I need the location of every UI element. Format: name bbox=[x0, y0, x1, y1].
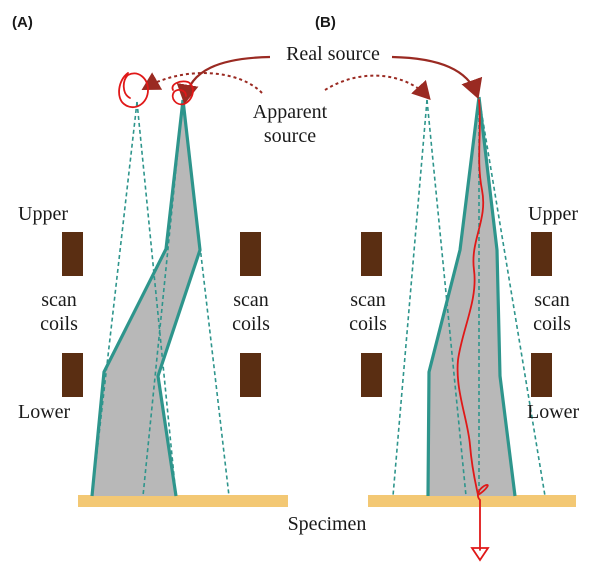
apparent-source-arrow-a bbox=[141, 72, 263, 94]
annotation-trajectory-b bbox=[456, 99, 489, 551]
scan-text: scan bbox=[41, 289, 77, 311]
upper-coil-left-b bbox=[361, 232, 382, 276]
scan-coils-label-b-right: scan coils bbox=[533, 288, 571, 336]
coils-text: coils bbox=[349, 313, 387, 335]
annotation-circle-real-a bbox=[171, 80, 194, 106]
lower-coil-right-a bbox=[240, 353, 261, 397]
beam-b-fill bbox=[428, 97, 515, 496]
annotation-arrow-tip-b bbox=[470, 547, 490, 562]
beam-a-left-edge bbox=[90, 99, 185, 497]
upper-label-a: Upper bbox=[18, 203, 68, 225]
lower-label-b: Lower bbox=[527, 401, 580, 423]
beam-a bbox=[90, 99, 230, 497]
beam-a-right-edge bbox=[156, 99, 202, 497]
apparent-source-label: Apparent source bbox=[253, 100, 327, 148]
real-source-label: Real source bbox=[286, 43, 380, 65]
scan-coils-label-b-left: scan coils bbox=[349, 288, 387, 336]
coils-text: coils bbox=[533, 313, 571, 335]
coils-text: coils bbox=[40, 313, 78, 335]
specimen-label: Specimen bbox=[287, 513, 367, 535]
specimen-bar-b bbox=[368, 495, 576, 507]
panel-label-a: (A) bbox=[12, 14, 33, 31]
beam-b-left-edge bbox=[426, 96, 481, 497]
upper-label-b: Upper bbox=[528, 203, 578, 225]
lower-coil-left-b bbox=[361, 353, 382, 397]
real-source-arrow-a bbox=[176, 55, 271, 105]
scan-text: scan bbox=[534, 289, 570, 311]
beam-b-right-edge bbox=[477, 96, 517, 497]
scan-text: scan bbox=[233, 289, 269, 311]
scan-text: scan bbox=[350, 289, 386, 311]
apparent-source-line2: source bbox=[263, 125, 317, 147]
scan-coils-label-a-right: scan coils bbox=[232, 288, 270, 336]
lower-coil-left-a bbox=[62, 353, 83, 397]
annotation-circle-apparent-a bbox=[118, 72, 149, 109]
upper-coil-right-a bbox=[240, 232, 261, 276]
red-annotations bbox=[118, 72, 490, 562]
real-source-arrow-b bbox=[391, 55, 483, 100]
coils-text: coils bbox=[232, 313, 270, 335]
specimen-bar-a bbox=[78, 495, 288, 507]
scan-coils-label-a-left: scan coils bbox=[40, 288, 78, 336]
apparent-source-line1: Apparent bbox=[252, 101, 328, 123]
lower-coil-right-b bbox=[531, 353, 552, 397]
panel-label-b: (B) bbox=[315, 14, 336, 31]
upper-coil-right-b bbox=[531, 232, 552, 276]
upper-coil-left-a bbox=[62, 232, 83, 276]
lower-label-a: Lower bbox=[18, 401, 71, 423]
apparent-source-arrow-b bbox=[324, 74, 431, 100]
